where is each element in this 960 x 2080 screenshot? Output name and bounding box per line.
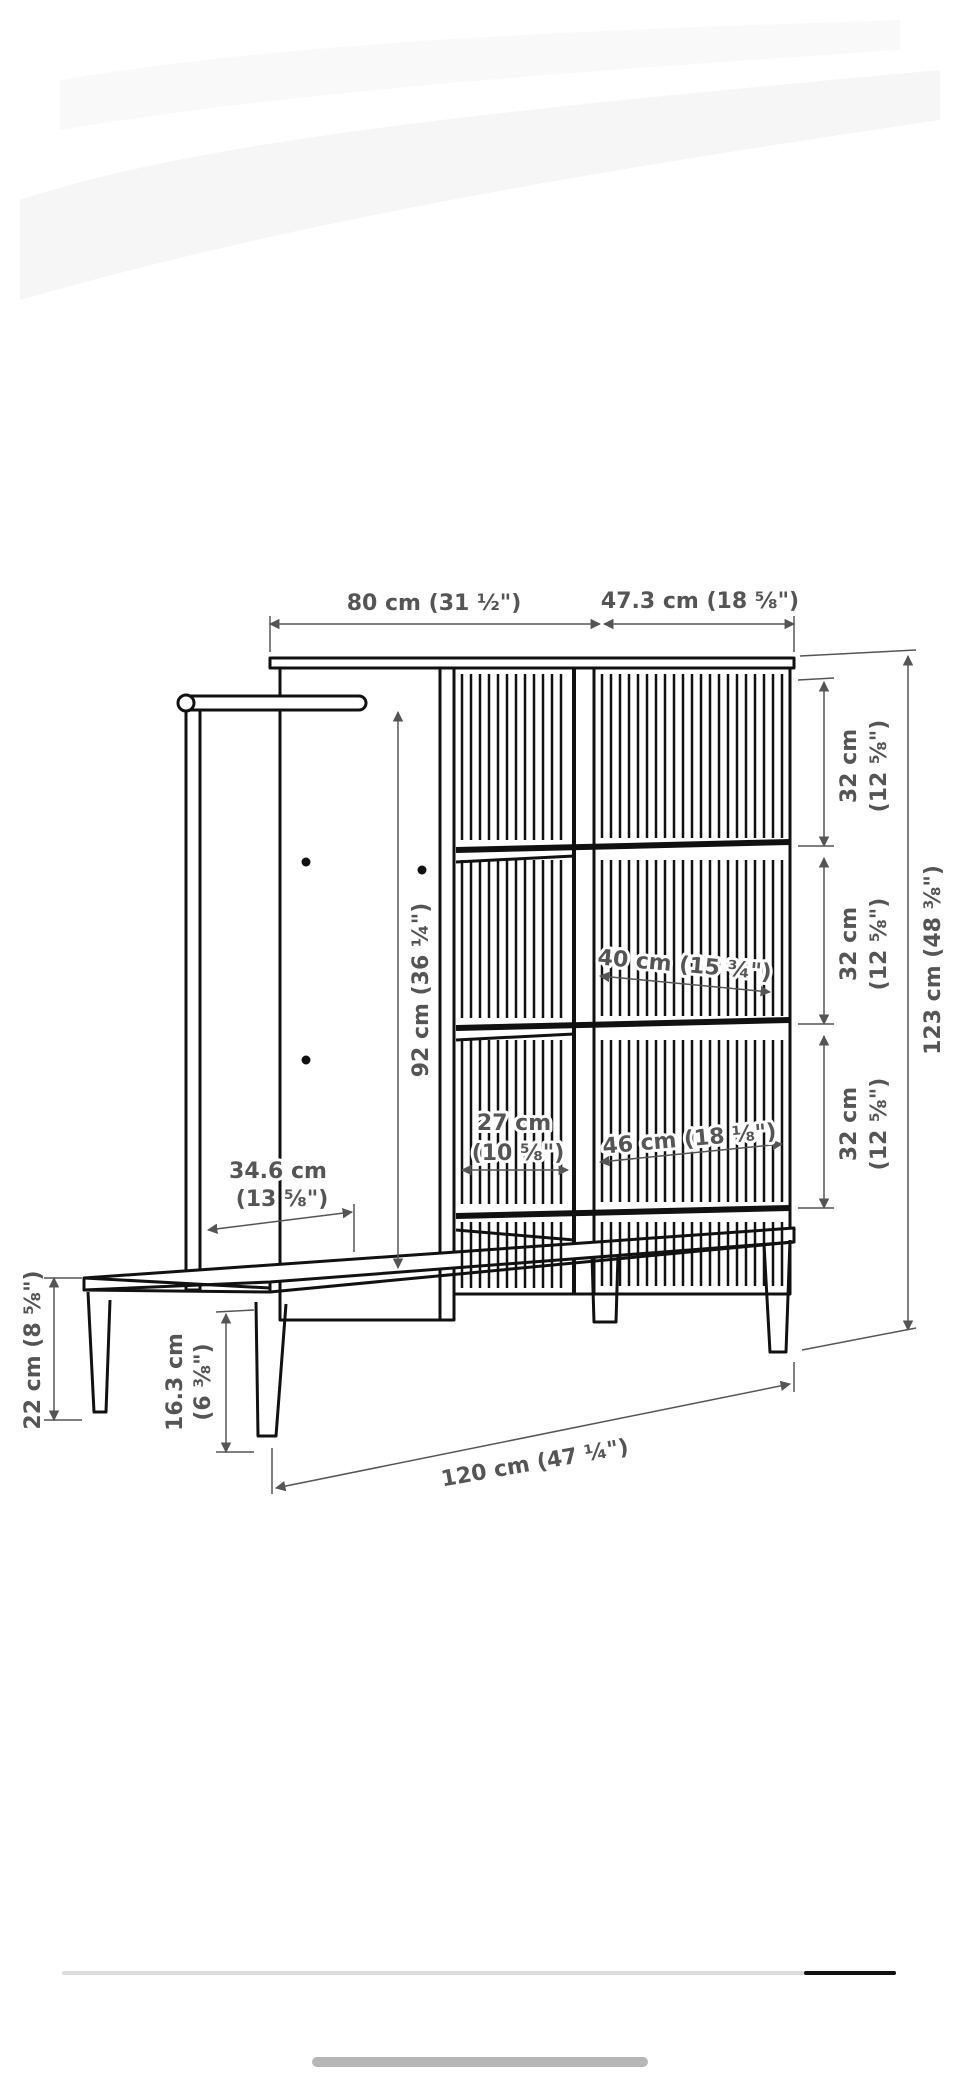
furniture-outline: [82, 656, 796, 1438]
svg-text:16.3 cm: 16.3 cm: [163, 1333, 188, 1431]
svg-text:(12 ⅝"): (12 ⅝"): [867, 720, 892, 813]
dim-depth: 47.3 cm (18 ⅝"): [601, 589, 799, 614]
dim-total-height: 123 cm (48 ⅜"): [921, 865, 946, 1055]
dim-total-width: 120 cm (47 ¼"): [439, 1435, 630, 1493]
svg-text:32 cm: 32 cm: [837, 1087, 862, 1161]
dim-top-width: 80 cm (31 ½"): [347, 591, 522, 616]
cabinet-slats: [460, 674, 784, 1288]
dim-base-height: 22 cm (8 ⅝"): [21, 1270, 46, 1429]
svg-text:(12 ⅝"): (12 ⅝"): [867, 1078, 892, 1171]
product-dimension-diagram: 80 cm (31 ½") 47.3 cm (18 ⅝") 32 cm (12 …: [21, 589, 946, 1494]
svg-text:(10 ⅝"): (10 ⅝"): [472, 1141, 565, 1166]
home-indicator[interactable]: [312, 2057, 648, 2067]
svg-text:34.6 cm: 34.6 cm: [229, 1159, 327, 1184]
dimension-lines: [44, 616, 917, 1494]
carousel-progress-fill: [804, 1971, 896, 1975]
svg-text:(13 ⅝"): (13 ⅝"): [236, 1187, 329, 1212]
dim-leg-clearance: 16.3 cm (6 ⅜"): [163, 1333, 216, 1431]
dim-shelf-bottom: 32 cm (12 ⅝"): [837, 1078, 892, 1171]
dim-shelf-top: 32 cm (12 ⅝"): [837, 720, 892, 813]
dim-rail-depth: 34.6 cm (13 ⅝"): [226, 1156, 331, 1215]
svg-text:(12 ⅝"): (12 ⅝"): [867, 898, 892, 991]
svg-text:(6 ⅜"): (6 ⅜"): [191, 1343, 216, 1420]
svg-text:32 cm: 32 cm: [837, 729, 862, 803]
carousel-progress-track[interactable]: [62, 1971, 896, 1975]
dim-compartment-width: 27 cm (10 ⅝"): [469, 1108, 568, 1169]
svg-text:27 cm: 27 cm: [477, 1111, 551, 1136]
dim-cabinet-height: 92 cm (36 ¼"): [409, 903, 434, 1078]
dim-shelf-middle: 32 cm (12 ⅝"): [837, 898, 892, 991]
svg-text:32 cm: 32 cm: [837, 907, 862, 981]
background-smudge: [20, 20, 940, 300]
